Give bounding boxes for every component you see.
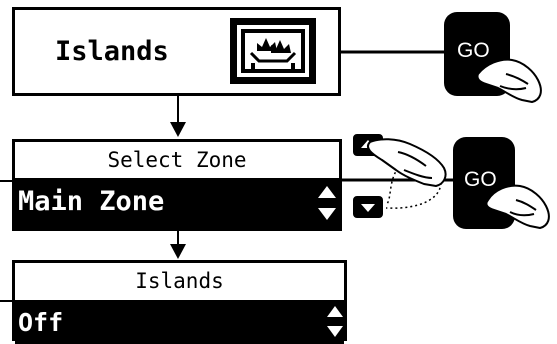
lcd-screen-islands-setting: Islands Off [12,260,347,344]
screen-header: Islands [135,269,224,293]
pressing-hand-icon [366,138,447,187]
down-key[interactable] [353,196,383,218]
go-label: GO [457,39,490,62]
flow-arrowhead-2 [170,244,186,259]
selected-value: Main Zone [18,186,165,217]
pressing-hand-icon [476,58,542,103]
up-down-arrows-icon [327,306,343,337]
islands-menu-icon [230,18,316,84]
value-bar: Main Zone [15,178,339,228]
up-down-arrows-icon [318,186,336,220]
value-bar: Off [15,300,344,344]
screen-header: Select Zone [107,148,247,172]
lcd-screen-select-zone: Select Zone Main Zone [12,139,342,231]
menu-title: Islands [55,36,169,67]
lcd-screen-islands-menu: Islands [12,7,341,96]
go-label: GO [464,168,497,191]
go-button[interactable]: GO [444,12,510,96]
selected-value: Off [18,308,64,337]
pressing-hand-icon [485,184,550,229]
triangle-down-icon [361,204,375,212]
flow-arrowhead-1 [170,122,186,137]
